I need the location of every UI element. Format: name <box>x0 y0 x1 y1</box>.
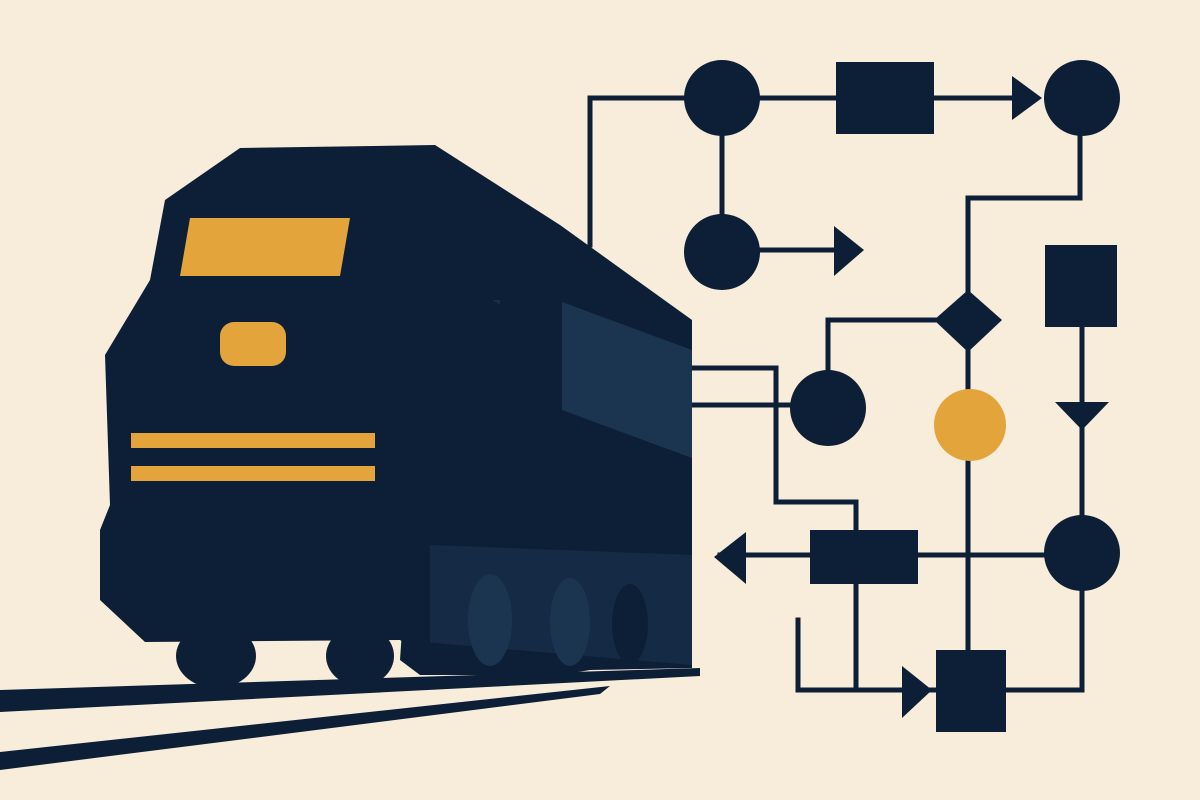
arrow-right <box>1012 76 1042 120</box>
wheel <box>612 584 648 664</box>
line-train-to-top <box>587 95 725 248</box>
locomotive-side-panel <box>562 302 692 458</box>
locomotive-icon <box>100 145 692 688</box>
node-circle <box>1044 515 1120 591</box>
locomotive-stripe-bottom <box>131 466 375 481</box>
node-circle <box>684 60 760 136</box>
wheel <box>176 624 256 688</box>
node-circle <box>684 214 760 290</box>
arrow-down <box>1055 402 1109 430</box>
wheel <box>550 578 590 666</box>
flowchart-nodes <box>684 60 1120 732</box>
rail-upper <box>0 668 700 712</box>
arrow-right <box>902 666 932 718</box>
node-gold-circle <box>934 389 1006 461</box>
locomotive-stripe-top <box>131 433 375 448</box>
node-square <box>1045 245 1117 327</box>
wheel <box>326 626 394 686</box>
node-diamond <box>934 290 1002 352</box>
node-circle <box>1044 60 1120 136</box>
node-square <box>836 62 934 134</box>
arrow-left <box>714 532 746 584</box>
node-square <box>810 530 918 584</box>
wheel <box>468 574 512 666</box>
locomotive-windshield <box>180 218 350 276</box>
locomotive-wheels <box>176 574 648 688</box>
rail-lower <box>0 686 610 770</box>
node-circle <box>790 370 866 446</box>
arrow-right <box>834 226 864 276</box>
node-square <box>936 650 1006 732</box>
locomotive-headlight <box>220 322 286 366</box>
rail-tracks <box>0 668 700 770</box>
